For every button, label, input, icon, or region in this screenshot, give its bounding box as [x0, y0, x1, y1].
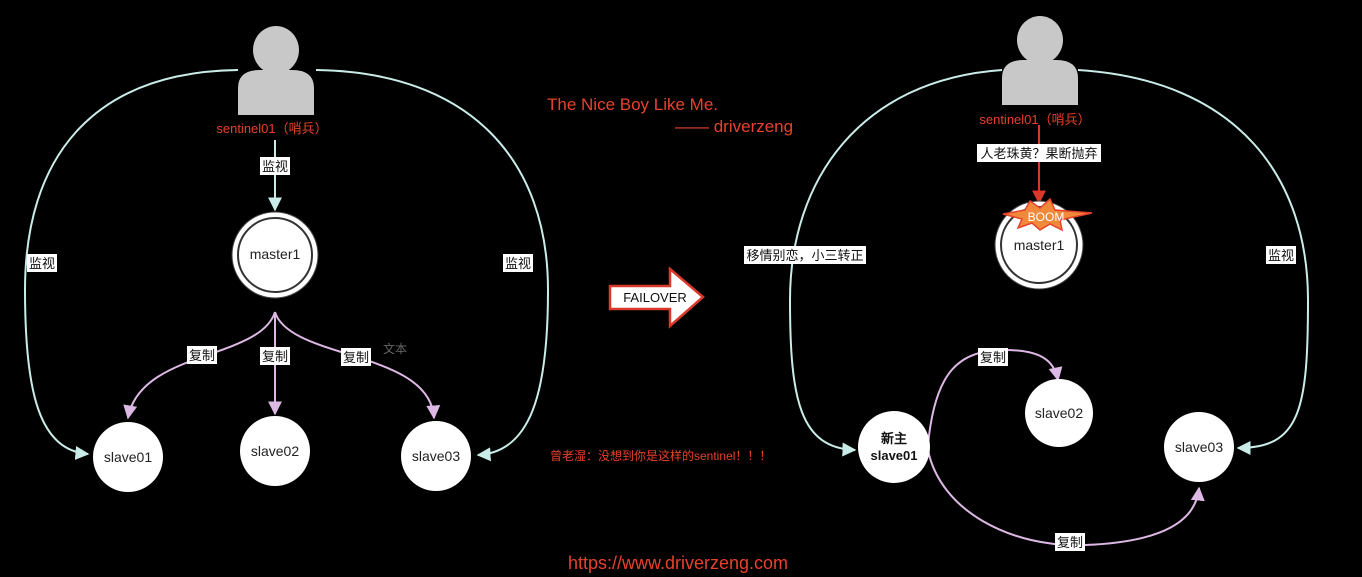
- monitor-left-label: 监视: [29, 256, 55, 271]
- slave03-node-after: [1164, 412, 1234, 482]
- sentinel-person-icon-after: [1002, 16, 1078, 105]
- stray-text: 文本: [383, 341, 407, 356]
- monitor-right-label-box: [503, 254, 533, 272]
- abandon-label: 人老珠黄？果断抛弃: [980, 146, 1097, 161]
- sentinel-label: sentinel01（哨兵）: [216, 121, 327, 136]
- switch-label-box: [744, 246, 866, 264]
- monitor-curve-slave03: [1077, 69, 1310, 455]
- replicate-label-box-2: [260, 347, 290, 365]
- after-panel: sentinel01（哨兵） 人老珠黄？果断抛弃 移情别恋，小三转正 监视 复制…: [744, 16, 1310, 551]
- replicate-bottom-label: 复制: [1057, 535, 1083, 550]
- monitor-master-label: 监视: [262, 159, 288, 174]
- master-node: [231, 211, 319, 299]
- failover-arrow-icon: [608, 266, 705, 329]
- abandon-label-box: [977, 144, 1101, 162]
- slave02-label: slave02: [251, 443, 299, 459]
- monitor-curve-new-master: [788, 69, 1003, 457]
- monitor-curve-left: [23, 69, 239, 460]
- replicate-bottom-label-box: [1055, 533, 1085, 551]
- replicate-label-3: 复制: [343, 350, 369, 365]
- quote-line1: The Nice Boy Like Me.: [547, 95, 718, 114]
- slave03-node: [401, 421, 471, 491]
- replicate-label-box-1: [187, 346, 217, 364]
- slave02-label-after: slave02: [1035, 405, 1083, 421]
- before-panel: sentinel01（哨兵） 监视 监视 监视 复制 复制 复制 文本 mast…: [23, 26, 550, 492]
- monitor-master-label-box: [260, 157, 290, 175]
- slave01-label: slave01: [104, 449, 152, 465]
- replicate-label-1: 复制: [189, 348, 215, 363]
- new-master-node: [858, 411, 930, 483]
- replicate-top-label-box: [978, 348, 1008, 366]
- slave03-label: slave03: [412, 448, 460, 464]
- middle-panel: The Nice Boy Like Me. —— driverzeng FAIL…: [547, 95, 793, 573]
- monitor-right-label-after-box: [1266, 246, 1296, 264]
- sentinel-label-after: sentinel01（哨兵）: [979, 112, 1090, 127]
- switch-label: 移情别恋，小三转正: [746, 248, 863, 263]
- master-node-label: master1: [250, 246, 301, 262]
- failover-label: FAILOVER: [623, 290, 687, 305]
- slave02-node-after: [1025, 379, 1093, 447]
- quote-line2: —— driverzeng: [675, 117, 793, 136]
- monitor-curve-right: [315, 69, 550, 462]
- slave01-node: [93, 422, 163, 492]
- replicate-label-2: 复制: [262, 349, 288, 364]
- boom-label: BOOM: [1028, 210, 1065, 224]
- new-master-label-line1: 新主: [881, 431, 907, 446]
- sentinel-person-icon: [238, 26, 314, 115]
- boom-burst-icon: [1002, 197, 1093, 232]
- new-master-label-line2: slave01: [871, 448, 918, 463]
- site-url: https://www.driverzeng.com: [568, 553, 788, 573]
- monitor-right-label-after: 监视: [1268, 248, 1294, 263]
- replicate-label-box-3: [341, 348, 371, 366]
- old-master-label: master1: [1014, 237, 1065, 253]
- comment-text: 曾老湿：没想到你是这样的sentinel！！！: [550, 448, 771, 463]
- monitor-right-label: 监视: [505, 256, 531, 271]
- slave02-node: [240, 416, 310, 486]
- monitor-left-label-box: [27, 254, 57, 272]
- slave03-label-after: slave03: [1175, 439, 1223, 455]
- replicate-top-label: 复制: [980, 350, 1006, 365]
